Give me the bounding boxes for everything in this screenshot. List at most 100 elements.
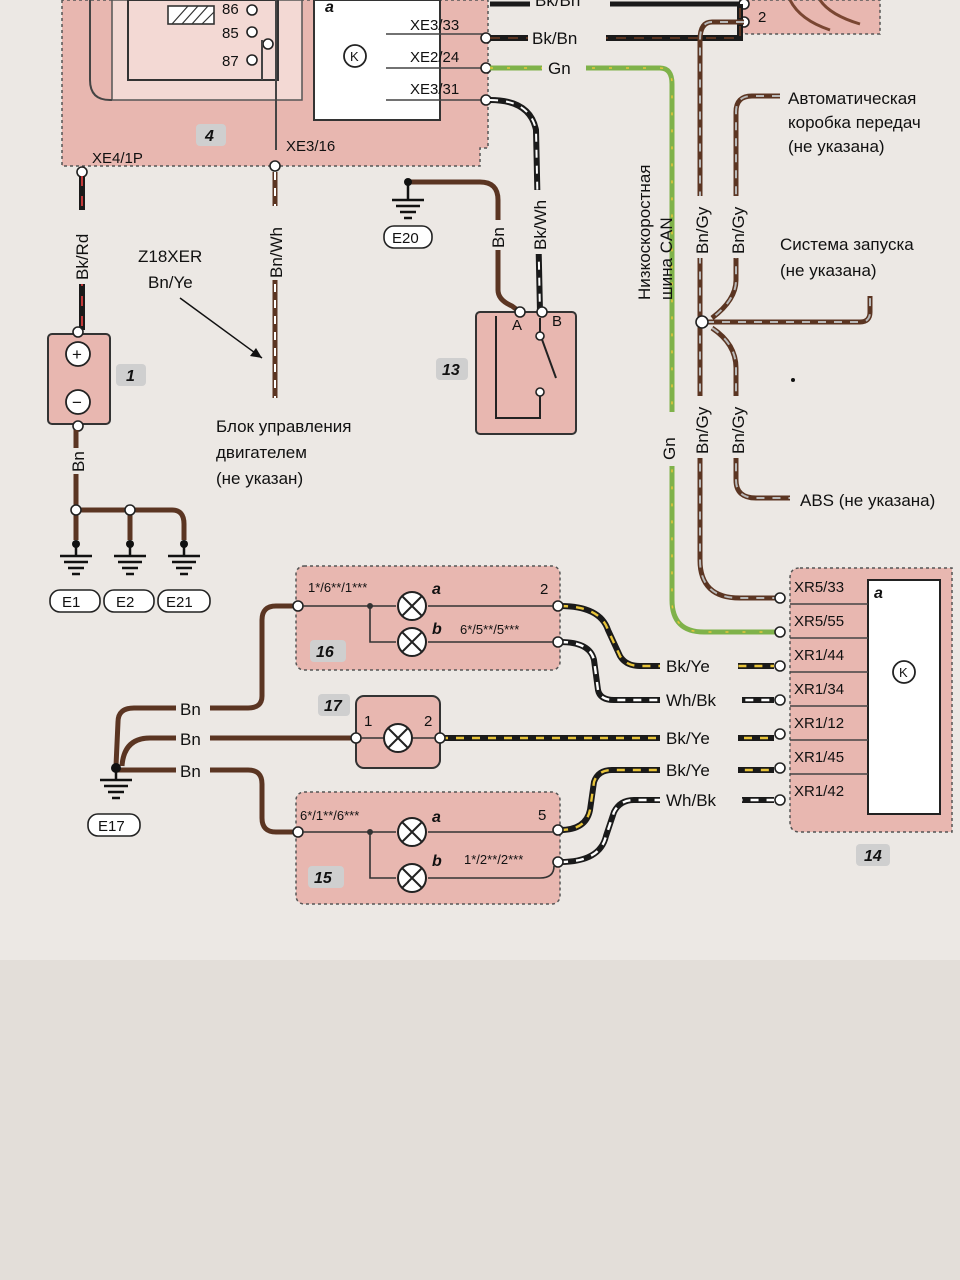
relay-coil-hatch [171, 5, 215, 25]
wire-gn-can [490, 65, 780, 635]
lamp-block-16 [295, 565, 561, 671]
wire-bk-bn-stripe [490, 4, 741, 39]
e17-label: E17 [98, 818, 125, 835]
lamp-15-pin-a-label: 5 [538, 807, 546, 824]
wire-bn-gy-abs-stripe [711, 327, 790, 499]
e1-label: E1 [62, 594, 80, 611]
bn-gy-label-4: Bn/Gy [729, 406, 748, 454]
wire-bk-rd-label: Bk/Rd [73, 234, 92, 280]
e17-ground-icon [100, 768, 132, 800]
wire-bk-wh-label: Bk/Wh [531, 200, 550, 250]
wire-gn-lower-label: Gn [660, 437, 679, 460]
block-14-k-letter: K [899, 665, 908, 680]
wire-bn-battery-label-bg [62, 448, 90, 474]
block-14-module [867, 579, 941, 815]
wire-bk-bn-label: Bk/Bn [532, 29, 577, 48]
block-14-pin-label-4: XR1/12 [794, 715, 844, 732]
wire-bn-wh-label-bg [261, 206, 289, 280]
wire-bn-wh-label: Bn/Wh [267, 227, 286, 278]
lamp-16-pin-b [552, 636, 564, 648]
lamp-17-id-badge [318, 694, 350, 716]
label-bg [660, 690, 742, 710]
lamp-15-pin-b [552, 856, 564, 868]
engine-model-label: Z18XER [138, 247, 202, 266]
can-label-line-1: Низкоскоростная [635, 165, 654, 300]
pin-xe2-24-label: XE2/24 [410, 49, 459, 66]
battery-minus: − [72, 393, 82, 412]
lamp-15b-cross [401, 867, 423, 889]
block-14-pin-label-5: XR1/45 [794, 749, 844, 766]
block-14-id-badge [856, 844, 890, 866]
bn-gy-label-1: Bn/Gy [693, 206, 712, 254]
lamp-15a-cross [401, 821, 423, 843]
ground-junction-1 [70, 504, 82, 516]
lamp-16-pin-a-label: 2 [540, 581, 548, 598]
block-14-letter: a [874, 585, 883, 602]
battery-pin-top [72, 326, 84, 338]
bn-gy-label-2: Bn/Gy [729, 206, 748, 254]
pin-xe4-1p-label: XE4/1P [92, 150, 143, 167]
lamp-15-pin-left [292, 826, 304, 838]
block-14-pin-xr1-42 [774, 794, 786, 806]
wire-bn-17-ground [119, 735, 356, 767]
lamp-16-pin-b-label: 6*/5**/5*** [460, 622, 519, 637]
starter-line-2: (не указана) [780, 261, 877, 280]
lamp-16-pin-a [552, 600, 564, 612]
wire-bn-label-3: Bn [180, 762, 201, 781]
wire-bk-ye-label-3: Bk/Ye [666, 761, 710, 780]
label-bg [660, 728, 738, 748]
lamp-16-pin-left [292, 600, 304, 612]
lamp-15-pin-a [552, 824, 564, 836]
battery-pin-bottom [72, 420, 84, 432]
relay-pin-85b [262, 38, 274, 50]
wire-bk-bn-top-label: Bk/Bn [535, 0, 580, 10]
engine-note-line-2: двигателем [216, 443, 307, 462]
e21-tag [157, 589, 211, 613]
wire-bk-bn-label-bg [528, 28, 606, 48]
gearbox-line-1: Автоматическая [788, 89, 916, 108]
switch-13-contact-1 [535, 331, 545, 341]
switch-13-a-label: A [512, 317, 522, 334]
switch-13-id-badge [436, 358, 468, 380]
lamp-16-internal [302, 605, 554, 643]
gearbox-line-2: коробка передач [788, 113, 921, 132]
wire-bk-wh-label-bg [526, 190, 554, 254]
block-14-pin-xr1-44 [774, 660, 786, 672]
switch-13-body [475, 311, 577, 435]
module-top-k-letter: K [350, 49, 359, 64]
label-bg [176, 760, 210, 782]
block-14-k-symbol [892, 660, 916, 684]
block-14-pin-label-2: XR1/44 [794, 647, 844, 664]
lamp-17-pin-1-label: 1 [364, 713, 372, 730]
block-14-pin-xr1-34 [774, 694, 786, 706]
module-top-body [313, 0, 441, 121]
wire-bn-label-1: Bn [180, 700, 201, 719]
label-bg [176, 728, 210, 750]
block-4-id: 4 [204, 128, 214, 145]
pin-xe4-1p [76, 166, 88, 178]
relay-pin-85 [246, 26, 258, 38]
lamp-15-node [367, 829, 373, 835]
lamp-15-pin-left-label: 6*/1**/6*** [300, 808, 359, 823]
abs-label: ABS (не указана) [800, 491, 935, 510]
wire-bk-ye-16a-stripe [559, 604, 774, 668]
lamp-15-id-badge [308, 866, 344, 888]
lamp-16-id-badge [310, 640, 346, 662]
module-top-letter: a [325, 0, 334, 16]
e1-ground-icon [60, 544, 92, 576]
lamp-15-a-label: a [432, 809, 441, 826]
wire-gn-lower-label-bg [655, 412, 683, 466]
lamp-17-pin-2-label: 2 [424, 713, 432, 730]
starter-line-1: Система запуска [780, 235, 914, 254]
engine-note-arrowhead [250, 348, 262, 358]
wire-bn-16-ground [113, 603, 296, 767]
pin-xe3-16-label: XE3/16 [286, 138, 335, 155]
lamp-16-b-label: b [432, 621, 442, 638]
module-top-k-symbol [343, 44, 367, 68]
label-bg [660, 656, 738, 676]
bn-gy-label-3: Bn/Gy [693, 406, 712, 454]
ground-junction-2 [124, 504, 136, 516]
wire-gn-label: Gn [548, 59, 571, 78]
block-14-pin-label-3: XR1/34 [794, 681, 844, 698]
